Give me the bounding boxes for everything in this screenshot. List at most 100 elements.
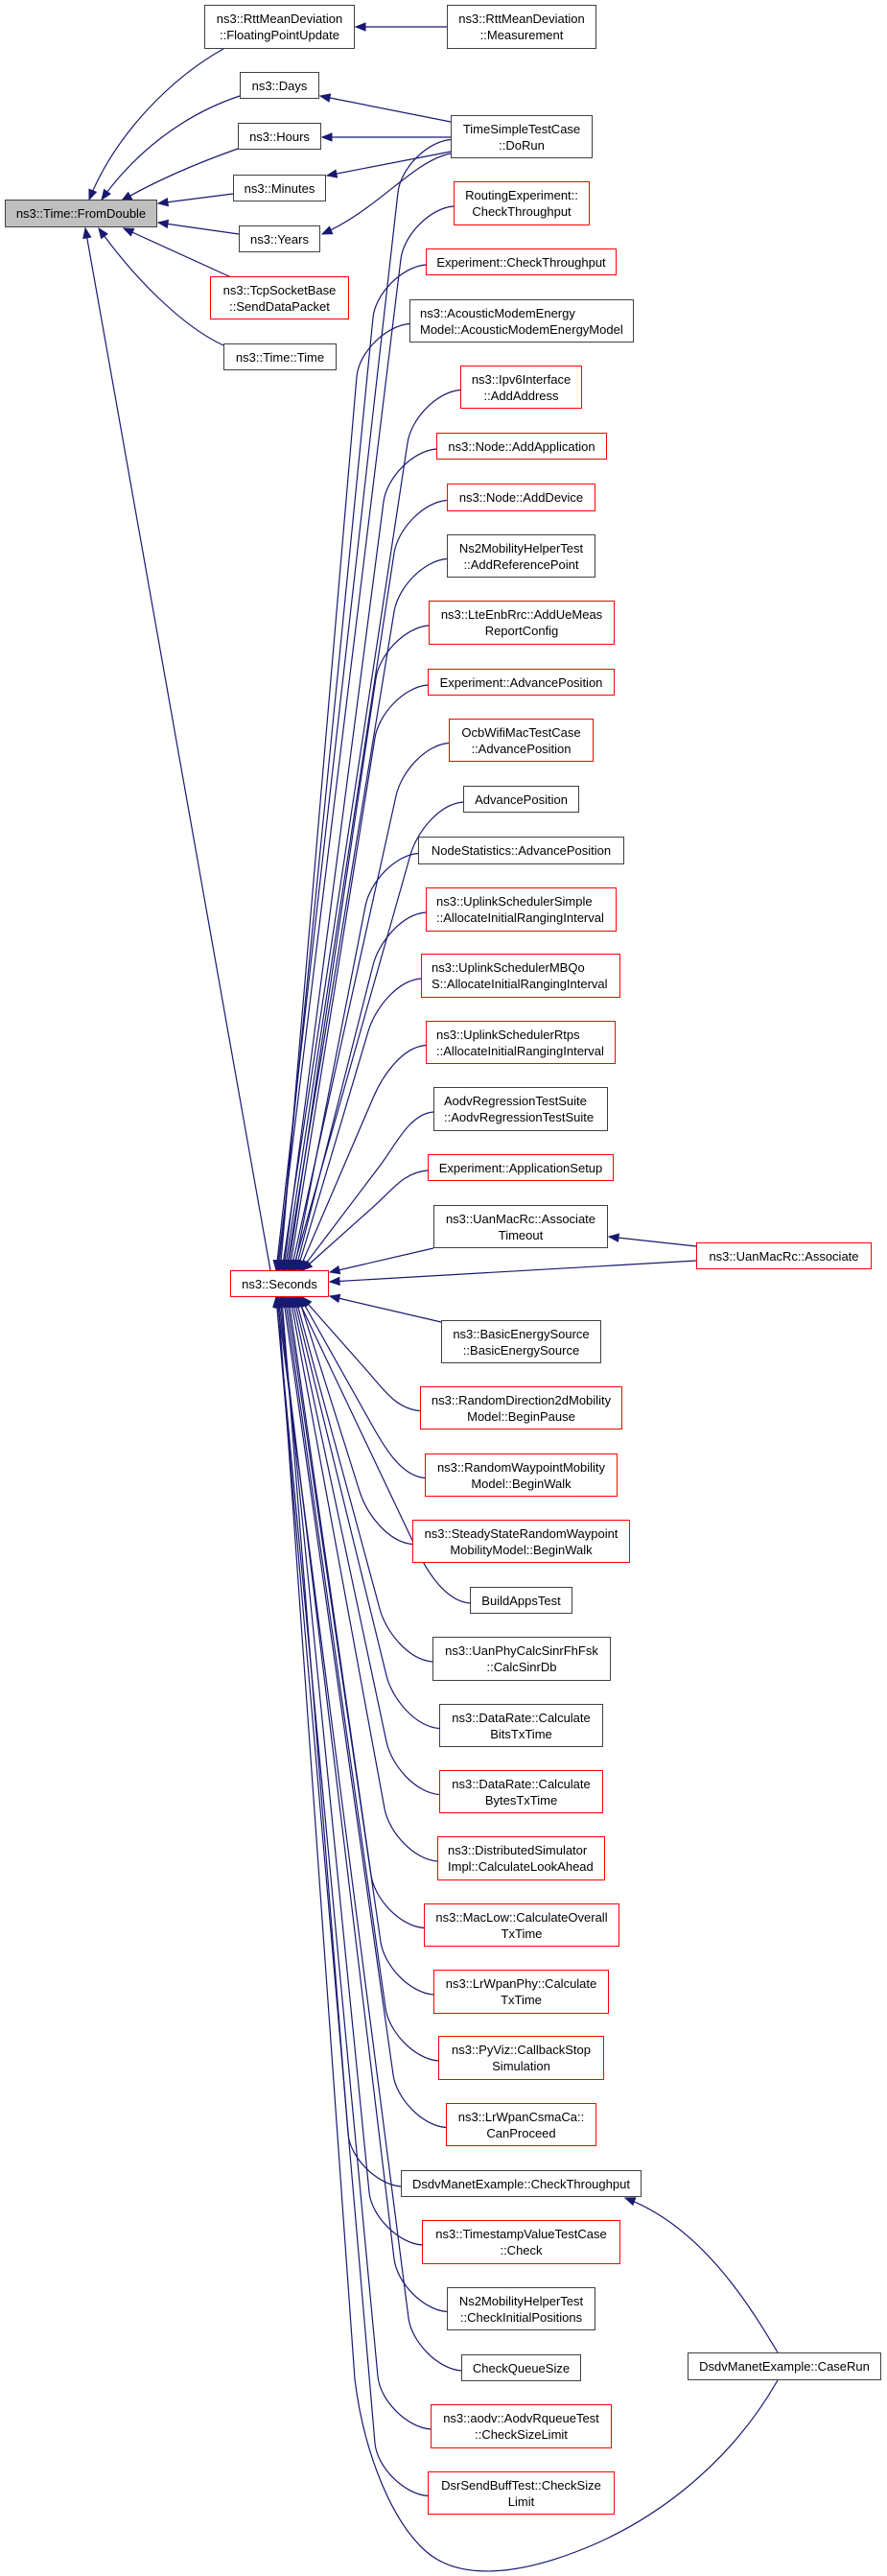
node-lrwpanphy-calculatetxtime[interactable]: ns3::LrWpanPhy::Calculate TxTime [433,1970,609,2014]
call-edge-timestamp-to-seconds [276,1295,423,2246]
node-ns2mobilityhelpertest-addreferencepoint[interactable]: Ns2MobilityHelperTest ::AddReferencePoin… [447,534,595,578]
node-randomdirection2dmobilitymodel-beginpause[interactable]: ns3::RandomDirection2dMobility Model::Be… [420,1386,622,1430]
node-label-line: ReportConfig [484,624,559,638]
edge-line [287,625,430,1271]
edge-line [275,1296,432,2430]
node-years[interactable]: ns3::Years [239,225,320,252]
node-label-line: S::AllocateInitialRangingInterval [432,977,608,991]
call-edge-addapp-to-seconds [280,448,437,1272]
node-pyviz-callbackstopsimulation[interactable]: ns3::PyViz::CallbackStop Simulation [438,2036,604,2080]
node-node-addapplication[interactable]: ns3::Node::AddApplication [436,433,607,460]
node-label-line: CanProceed [486,2125,556,2140]
call-edge-dorun-to-days [318,93,452,123]
node-steadystaterandomwaypointmobilitymodel-beginwalk[interactable]: ns3::SteadyStateRandomWaypoint MobilityM… [412,1520,630,1563]
call-edge-minutes-to-root [156,193,234,207]
node-label-line: ns3::MacLow::CalculateOverall [435,1909,608,1925]
node-basicenergysource[interactable]: ns3::BasicEnergySource ::BasicEnergySour… [441,1320,601,1363]
call-edge-tcp-to-root [122,227,232,278]
node-advanceposition[interactable]: AdvancePosition [463,786,579,813]
node-ipv6interface-addaddress[interactable]: ns3::Ipv6Interface ::AddAddress [460,366,582,409]
node-label-line: ::AddAddress [483,388,559,403]
edge-line [279,322,410,1271]
node-label-line: ::CheckInitialPositions [459,2309,583,2325]
node-time-time[interactable]: ns3::Time::Time [223,343,337,370]
node-aodvrqueuetest-checksizelimit[interactable]: ns3::aodv::AodvRqueueTest ::CheckSizeLim… [431,2404,612,2448]
node-uplinkschedulermbqos-allocateinitialranginginterval[interactable]: ns3::UplinkSchedulerMBQo S::AllocateInit… [421,954,620,998]
edge-line [277,1296,448,2313]
node-label-line: Limit [507,2493,535,2509]
node-experiment-advanceposition[interactable]: Experiment::AdvancePosition [428,669,615,696]
node-acousticmodemenergymodel[interactable]: ns3::AcousticModemEnergy Model::Acoustic… [409,299,634,343]
arrowhead-icon [301,1260,314,1271]
node-checkqueuesize[interactable]: CheckQueueSize [461,2354,581,2381]
node-label-line: ::BasicEnergySource [462,1342,580,1358]
edge-line [291,1296,440,1796]
node-label-line: ns3::DataRate::Calculate [452,1776,591,1791]
node-rttmeandeviation-floatingpointupdate[interactable]: ns3::RttMeanDeviation ::FloatingPointUpd… [204,5,355,49]
node-seconds[interactable]: ns3::Seconds [230,1270,329,1297]
node-label-line: ::CalcSinrDb [486,1660,557,1674]
node-label-line: BytesTxTime [484,1792,558,1808]
node-nodestatistics-advanceposition[interactable]: NodeStatistics::AdvancePosition [418,837,624,864]
node-label-line: Model::BeginWalk [471,1476,572,1491]
call-edge-fpu-to-root [88,48,224,201]
call-edge-associate-to-seconds [328,1260,697,1287]
arrowhead-icon [320,225,334,235]
node-maclow-calculateoveralltxtime[interactable]: ns3::MacLow::CalculateOverall TxTime [424,1903,619,1947]
node-uplinkschedulerrtps-allocateinitialranginginterval[interactable]: ns3::UplinkSchedulerRtps ::AllocateIniti… [426,1021,616,1064]
call-edge-dorun-to-hours [320,132,451,142]
node-dsdvmanetexample-caserun[interactable]: DsdvManetExample::CaseRun [688,2352,881,2380]
node-lteenbrrc-adduemeasreportconfig[interactable]: ns3::LteEnbRrc::AddUeMeas ReportConfig [429,601,615,645]
node-experiment-applicationsetup[interactable]: Experiment::ApplicationSetup [428,1154,614,1181]
node-label-line: ::AddReferencePoint [463,556,579,572]
node-dsrsendbufftest-checksizelimit[interactable]: DsrSendBuffTest::CheckSize Limit [428,2471,615,2515]
node-datarate-calculatebytestxtime[interactable]: ns3::DataRate::Calculate BytesTxTime [439,1770,603,1813]
node-lrwpancsmaca-canproceed[interactable]: ns3::LrWpanCsmaCa:: CanProceed [446,2103,596,2146]
edge-line [608,1236,697,1247]
node-label-line: AodvRegressionTestSuite [444,1094,587,1108]
node-minutes[interactable]: ns3::Minutes [233,175,326,201]
node-hours[interactable]: ns3::Hours [238,123,321,150]
node-uanmacrc-associate[interactable]: ns3::UanMacRc::Associate [696,1242,872,1269]
node-aodvregressiontestsuite[interactable]: AodvRegressionTestSuite ::AodvRegression… [433,1087,608,1131]
node-uanmacrc-associatetimeout[interactable]: ns3::UanMacRc::Associate Timeout [433,1205,608,1248]
node-label-line: Ns2MobilityHelperTest [458,540,584,555]
node-label-line: ns3::Days [251,78,308,93]
node-experiment-checkthroughput[interactable]: Experiment::CheckThroughput [426,248,617,275]
arrowhead-icon [328,1293,341,1303]
node-ns2mobilityhelpertest-checkinitialpositions[interactable]: Ns2MobilityHelperTest ::CheckInitialPosi… [447,2287,595,2330]
node-timestampvaluetestcase-check[interactable]: ns3::TimestampValueTestCase ::Check [422,2220,620,2264]
node-uplinkschedulersimple-allocateinitialranginginterval[interactable]: ns3::UplinkSchedulerSimple ::AllocateIni… [426,887,617,932]
node-days[interactable]: ns3::Days [240,72,319,99]
node-dsdvmanetexample-checkthroughput[interactable]: DsdvManetExample::CheckThroughput [401,2170,642,2197]
node-label-line: ::Measurement [479,28,564,42]
node-buildappstest[interactable]: BuildAppsTest [470,1587,572,1614]
edge-line [297,1296,413,1546]
node-label-line: ns3::UplinkSchedulerSimple [436,894,593,909]
call-edge-adddev-to-seconds [281,499,448,1272]
node-uanphycalcsinrfhfsk-calcsinrdb[interactable]: ns3::UanPhyCalcSinrFhFsk ::CalcSinrDb [432,1637,611,1681]
node-label-line: ::AdvancePosition [471,741,572,756]
call-edge-expcheck-to-seconds [274,264,427,1272]
node-label-line: TxTime [501,1993,542,2007]
node-randomwaypointmobilitymodel-beginwalk[interactable]: ns3::RandomWaypointMobility Model::Begin… [425,1453,618,1497]
edge-line [284,499,448,1271]
node-timesimpletestcase-dorun[interactable]: TimeSimpleTestCase ::DoRun [451,115,593,158]
node-time-fromdouble[interactable]: ns3::Time::FromDouble [5,200,157,227]
node-distributedsimulatorimpl-calculatelookahead[interactable]: ns3::DistributedSimulator Impl::Calculat… [437,1836,605,1880]
node-datarate-calculatebitstxtime[interactable]: ns3::DataRate::Calculate BitsTxTime [439,1704,603,1747]
node-label-line: NodeStatistics::AdvancePosition [431,843,612,858]
node-node-adddevice[interactable]: ns3::Node::AddDevice [447,484,595,511]
call-edge-caserun-to-dsdvcheck [623,2197,779,2353]
node-rttmeandeviation-measurement[interactable]: ns3::RttMeanDeviation ::Measurement [447,5,596,49]
edge-line [278,264,427,1271]
node-ocbwifimactestcase-advanceposition[interactable]: OcbWifiMacTestCase ::AdvancePosition [449,719,594,762]
node-tcpsocketbase-senddatapacket[interactable]: ns3::TcpSocketBase ::SendDataPacket [210,276,349,319]
node-label-line: ns3::Years [250,231,309,247]
node-label-line: DsrSendBuffTest::CheckSize [441,2477,601,2493]
edge-line [301,1296,421,1412]
node-routingexperiment-checkthroughput[interactable]: RoutingExperiment:: CheckThroughput [454,181,590,225]
node-label-line: ns3::RandomWaypointMobility [436,1459,606,1475]
edge-line [298,1044,427,1271]
